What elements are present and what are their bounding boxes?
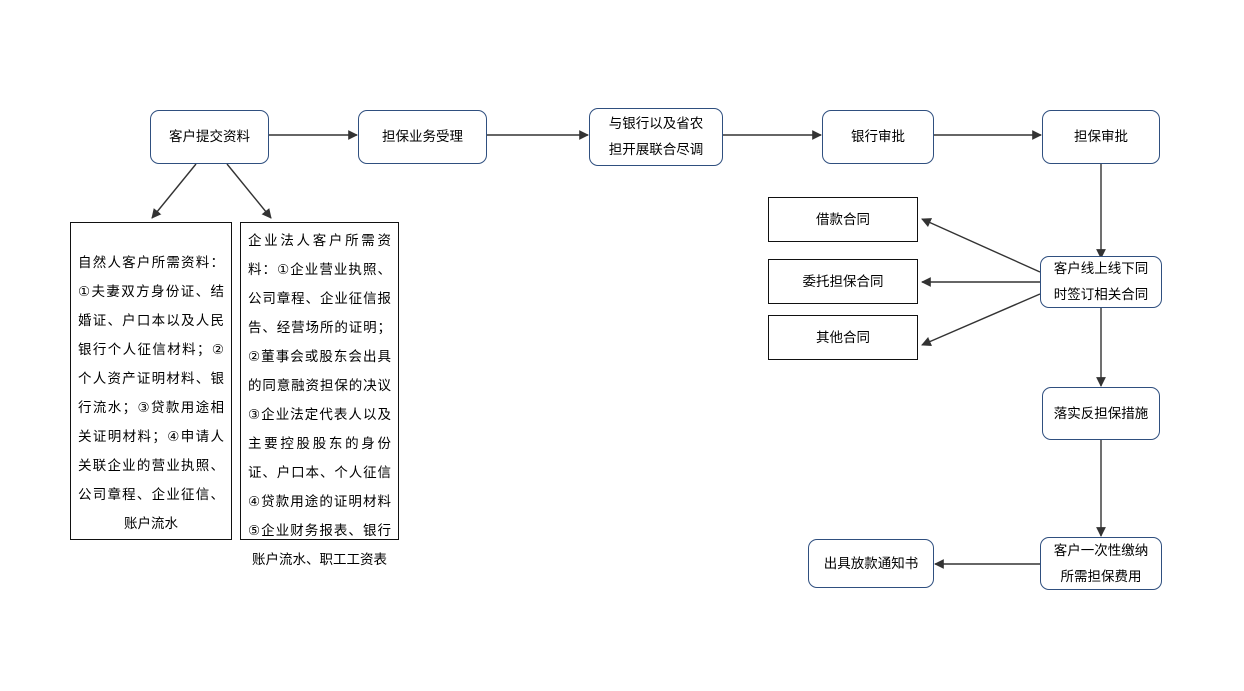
edge-submit-to-legalperson bbox=[226, 163, 272, 219]
node-pay-fee[interactable]: 客户一次性缴纳 所需担保费用 bbox=[1040, 537, 1162, 590]
node-loan-contract-label: 借款合同 bbox=[816, 211, 870, 228]
panel-natural-person-materials-text: 自然人客户所需资料：①夫妻双方身份证、结婚证、户口本以及人民银行个人征信材料；②… bbox=[78, 255, 224, 532]
node-bank-approval-label: 银行审批 bbox=[851, 129, 905, 145]
node-joint-due-diligence[interactable]: 与银行以及省农 担开展联合尽调 bbox=[589, 108, 723, 166]
node-other-contract[interactable]: 其他合同 bbox=[768, 315, 918, 360]
node-sign-contracts[interactable]: 客户线上线下同 时签订相关合同 bbox=[1040, 256, 1162, 308]
node-entrusted-guarantee-contract[interactable]: 委托担保合同 bbox=[768, 259, 918, 304]
node-bank-approval[interactable]: 银行审批 bbox=[822, 110, 934, 164]
edge-submit-to-naturalperson bbox=[151, 163, 197, 219]
node-pay-fee-label: 客户一次性缴纳 所需担保费用 bbox=[1053, 542, 1149, 585]
node-submit-materials-label: 客户提交资料 bbox=[169, 129, 250, 145]
node-guarantee-acceptance[interactable]: 担保业务受理 bbox=[358, 110, 487, 164]
node-other-contract-label: 其他合同 bbox=[816, 329, 870, 346]
node-loan-contract[interactable]: 借款合同 bbox=[768, 197, 918, 242]
node-guarantee-approval[interactable]: 担保审批 bbox=[1042, 110, 1160, 164]
node-guarantee-approval-label: 担保审批 bbox=[1074, 129, 1128, 145]
node-issue-loan-notice-label: 出具放款通知书 bbox=[823, 555, 919, 572]
edge-sign-to-loancontract bbox=[921, 218, 1041, 273]
node-guarantee-acceptance-label: 担保业务受理 bbox=[382, 129, 463, 145]
node-counter-guarantee[interactable]: 落实反担保措施 bbox=[1042, 387, 1160, 440]
node-sign-contracts-label: 客户线上线下同 时签订相关合同 bbox=[1053, 261, 1149, 303]
node-counter-guarantee-label: 落实反担保措施 bbox=[1053, 405, 1149, 422]
panel-legal-person-materials-text: 企业法人客户所需资料：①企业营业执照、公司章程、企业征信报告、经营场所的证明；②… bbox=[248, 233, 391, 568]
node-submit-materials[interactable]: 客户提交资料 bbox=[150, 110, 269, 164]
node-joint-due-diligence-label: 与银行以及省农 担开展联合尽调 bbox=[608, 116, 704, 158]
panel-legal-person-materials: 企业法人客户所需资料：①企业营业执照、公司章程、企业征信报告、经营场所的证明；②… bbox=[240, 222, 399, 568]
node-issue-loan-notice[interactable]: 出具放款通知书 bbox=[808, 539, 934, 588]
panel-natural-person-materials: 自然人客户所需资料：①夫妻双方身份证、结婚证、户口本以及人民银行个人征信材料；②… bbox=[70, 222, 232, 540]
edge-sign-to-othercontract bbox=[921, 293, 1041, 346]
node-entrusted-guarantee-contract-label: 委托担保合同 bbox=[802, 273, 884, 290]
